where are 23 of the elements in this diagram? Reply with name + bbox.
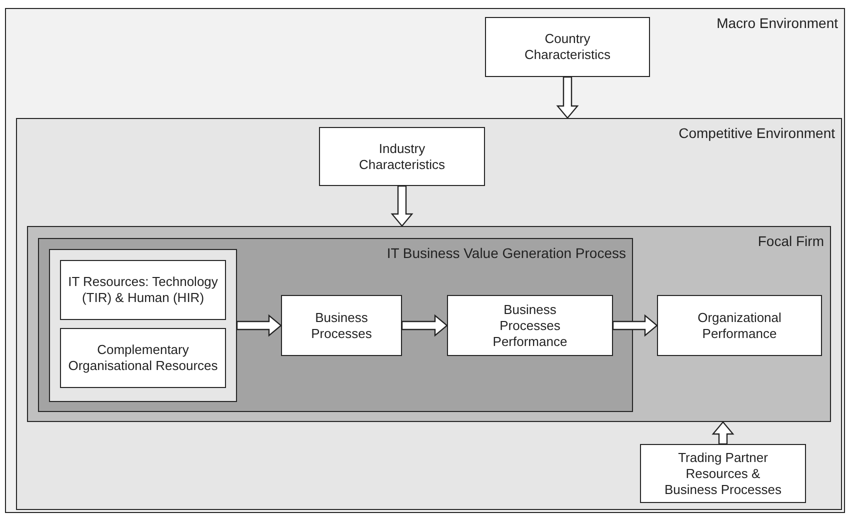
region-heading: Competitive Environment — [678, 125, 835, 141]
region-box — [38, 238, 633, 412]
region-box — [5, 8, 845, 513]
process-box: Business Processes — [281, 295, 402, 356]
block-arrow — [236, 314, 282, 337]
region-heading: IT Business Value Generation Process — [386, 245, 626, 261]
block-arrow — [712, 421, 734, 445]
process-box: Trading Partner Resources & Business Processes — [640, 444, 806, 503]
block-arrow — [556, 76, 579, 119]
process-box: Business Processes Performance — [447, 295, 613, 356]
block-arrow — [612, 314, 658, 337]
process-box: Industry Characteristics — [319, 127, 485, 186]
region-box — [27, 226, 831, 422]
process-box: Country Characteristics — [485, 17, 650, 77]
process-box: IT Resources: Technology (TIR) & Human (HIR) — [60, 260, 226, 320]
process-box: Organizational Performance — [657, 295, 822, 356]
process-box: Complementary Organisational Resources — [60, 328, 226, 388]
block-arrow — [401, 314, 448, 337]
block-arrow — [390, 185, 414, 227]
region-heading: Focal Firm — [758, 233, 824, 249]
region-heading: Macro Environment — [716, 15, 838, 31]
region-box — [16, 118, 842, 510]
group-box — [49, 249, 237, 402]
